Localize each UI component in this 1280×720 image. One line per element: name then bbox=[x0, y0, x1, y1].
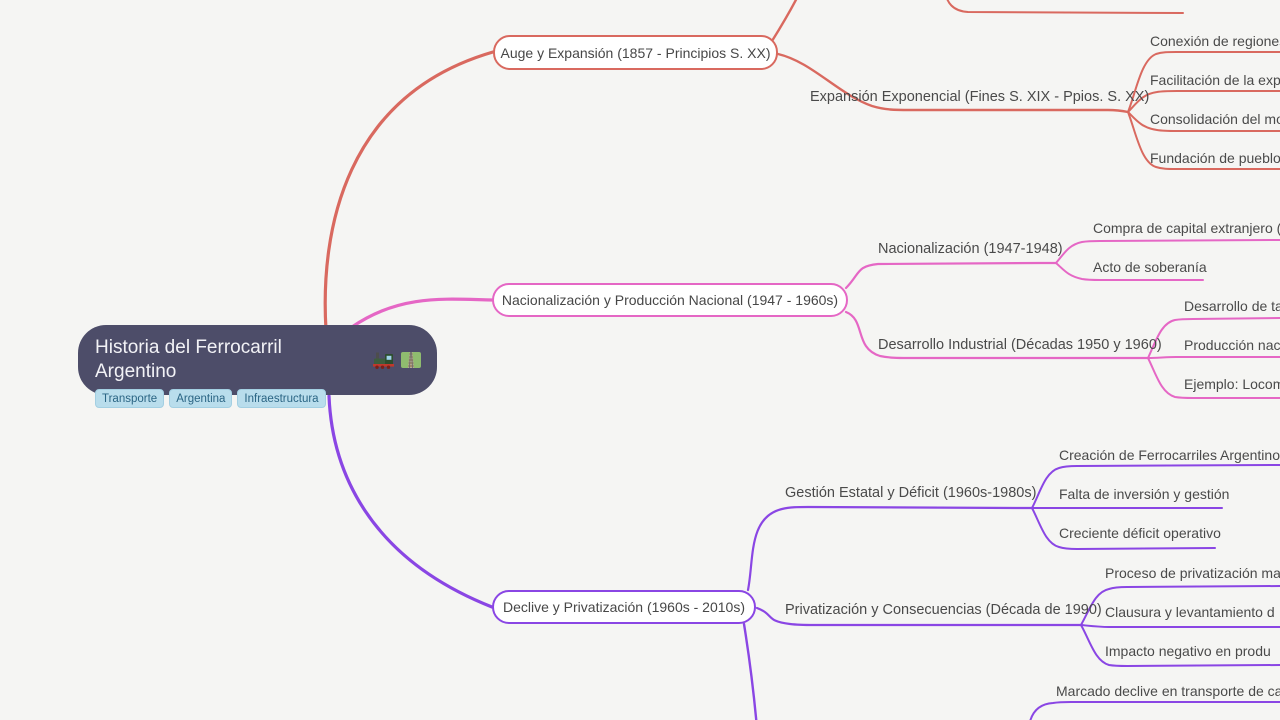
curve-root-declive bbox=[327, 394, 494, 609]
node-desarrollo-talleres[interactable]: Desarrollo de tal bbox=[1184, 298, 1280, 314]
curve-underline-produccion bbox=[1147, 356, 1280, 359]
curve-auge-up-offscreen bbox=[770, 0, 798, 43]
node-gestion-estatal[interactable]: Gestión Estatal y Déficit (1960s-1980s) bbox=[785, 485, 1037, 501]
curve-underline-conexion bbox=[1127, 51, 1280, 113]
tag-transporte[interactable]: Transporte bbox=[95, 389, 165, 408]
curve-underline-marcado bbox=[1029, 701, 1280, 720]
steam-locomotive-icon bbox=[373, 351, 394, 369]
curve-underline-impacto bbox=[1080, 624, 1280, 668]
node-auge-expansion[interactable]: Auge y Expansión (1857 - Principios S. X… bbox=[493, 35, 778, 70]
node-uso-locomotora[interactable]: Uso de la locomotora 'La Porteña' bbox=[973, 0, 1191, 5]
node-impacto-negativo[interactable]: Impacto negativo en produ bbox=[1105, 643, 1271, 659]
node-falta-inversion[interactable]: Falta de inversión y gestión bbox=[1059, 486, 1230, 502]
node-facilitacion-expansion[interactable]: Facilitación de la expa bbox=[1150, 72, 1280, 88]
node-expansion-exponencial[interactable]: Expansión Exponencial (Fines S. XIX - Pp… bbox=[810, 89, 1150, 105]
curve-underline-privatizacion bbox=[755, 606, 1083, 627]
node-marcado-declive[interactable]: Marcado declive en transporte de carg bbox=[1056, 683, 1280, 699]
node-fundacion-pueblos[interactable]: Fundación de pueblos bbox=[1150, 150, 1280, 166]
curve-underline-proceso bbox=[1080, 585, 1280, 626]
node-nacionalizacion-produccion[interactable]: Nacionalización y Producción Nacional (1… bbox=[492, 283, 848, 317]
node-ejemplo-locomotora[interactable]: Ejemplo: Locom bbox=[1184, 376, 1280, 392]
curve-underline-creciente bbox=[1031, 507, 1216, 551]
node-privatizacion-consecuencias[interactable]: Privatización y Consecuencias (Década de… bbox=[785, 602, 1102, 618]
curve-underline-creacion bbox=[1031, 464, 1280, 509]
root-node[interactable]: Historia del Ferrocarril Argentino bbox=[78, 325, 437, 408]
curve-underline-clausura bbox=[1080, 624, 1280, 628]
node-conexion-regiones[interactable]: Conexión de regiones bbox=[1150, 33, 1280, 49]
node-creacion-ferrocarriles[interactable]: Creación de Ferrocarriles Argentinos ( bbox=[1059, 447, 1280, 463]
curve-underline-consolidacion bbox=[1127, 111, 1280, 132]
curve-underline-portena bbox=[946, 0, 1184, 14]
curve-underline-desarrollo-industrial bbox=[844, 310, 1150, 360]
node-declive-privatizacion-label: Declive y Privatización (1960s - 2010s) bbox=[503, 599, 745, 615]
curve-underline-talleres bbox=[1147, 317, 1280, 359]
node-desarrollo-industrial[interactable]: Desarrollo Industrial (Décadas 1950 y 19… bbox=[878, 337, 1162, 353]
tag-argentina[interactable]: Argentina bbox=[169, 389, 233, 408]
node-compra-capital[interactable]: Compra de capital extranjero (p bbox=[1093, 220, 1280, 236]
curve-underline-acto bbox=[1055, 262, 1204, 281]
node-clausura-levantamiento[interactable]: Clausura y levantamiento d bbox=[1105, 604, 1275, 620]
node-proceso-privatizacion[interactable]: Proceso de privatización ma bbox=[1105, 565, 1280, 581]
node-auge-expansion-label: Auge y Expansión (1857 - Principios S. X… bbox=[500, 44, 771, 61]
node-consolidacion-modelo[interactable]: Consolidación del mo bbox=[1150, 111, 1280, 127]
curve-declive-down-offscreen bbox=[742, 622, 758, 720]
railway-track-icon bbox=[401, 352, 421, 368]
root-title: Historia del Ferrocarril Argentino bbox=[95, 336, 421, 384]
node-declive-privatizacion[interactable]: Declive y Privatización (1960s - 2010s) bbox=[492, 590, 756, 624]
node-creciente-deficit[interactable]: Creciente déficit operativo bbox=[1059, 525, 1221, 541]
node-acto-soberania[interactable]: Acto de soberanía bbox=[1093, 259, 1207, 275]
root-tags: Transporte Argentina Infraestructura bbox=[95, 389, 421, 408]
curve-auge-expansion bbox=[776, 52, 1130, 114]
curve-underline-ejemplo bbox=[1147, 357, 1280, 399]
curve-underline-gestion bbox=[746, 505, 1034, 592]
curve-root-nacionalizacion bbox=[350, 297, 494, 329]
node-produccion-nacional[interactable]: Producción naci bbox=[1184, 337, 1280, 353]
node-nacionalizacion-4748[interactable]: Nacionalización (1947-1948) bbox=[878, 241, 1063, 257]
curve-root-auge bbox=[323, 50, 495, 332]
curve-underline-fundacion bbox=[1127, 111, 1280, 170]
curve-underline-facilitacion bbox=[1127, 90, 1280, 113]
tag-infraestructura[interactable]: Infraestructura bbox=[237, 389, 326, 408]
curve-underline-compra bbox=[1055, 239, 1280, 264]
root-title-text: Historia del Ferrocarril Argentino bbox=[95, 337, 282, 382]
curve-underline-nacionalizacion-4748 bbox=[844, 261, 1058, 290]
node-nacionalizacion-produccion-label: Nacionalización y Producción Nacional (1… bbox=[501, 292, 839, 308]
